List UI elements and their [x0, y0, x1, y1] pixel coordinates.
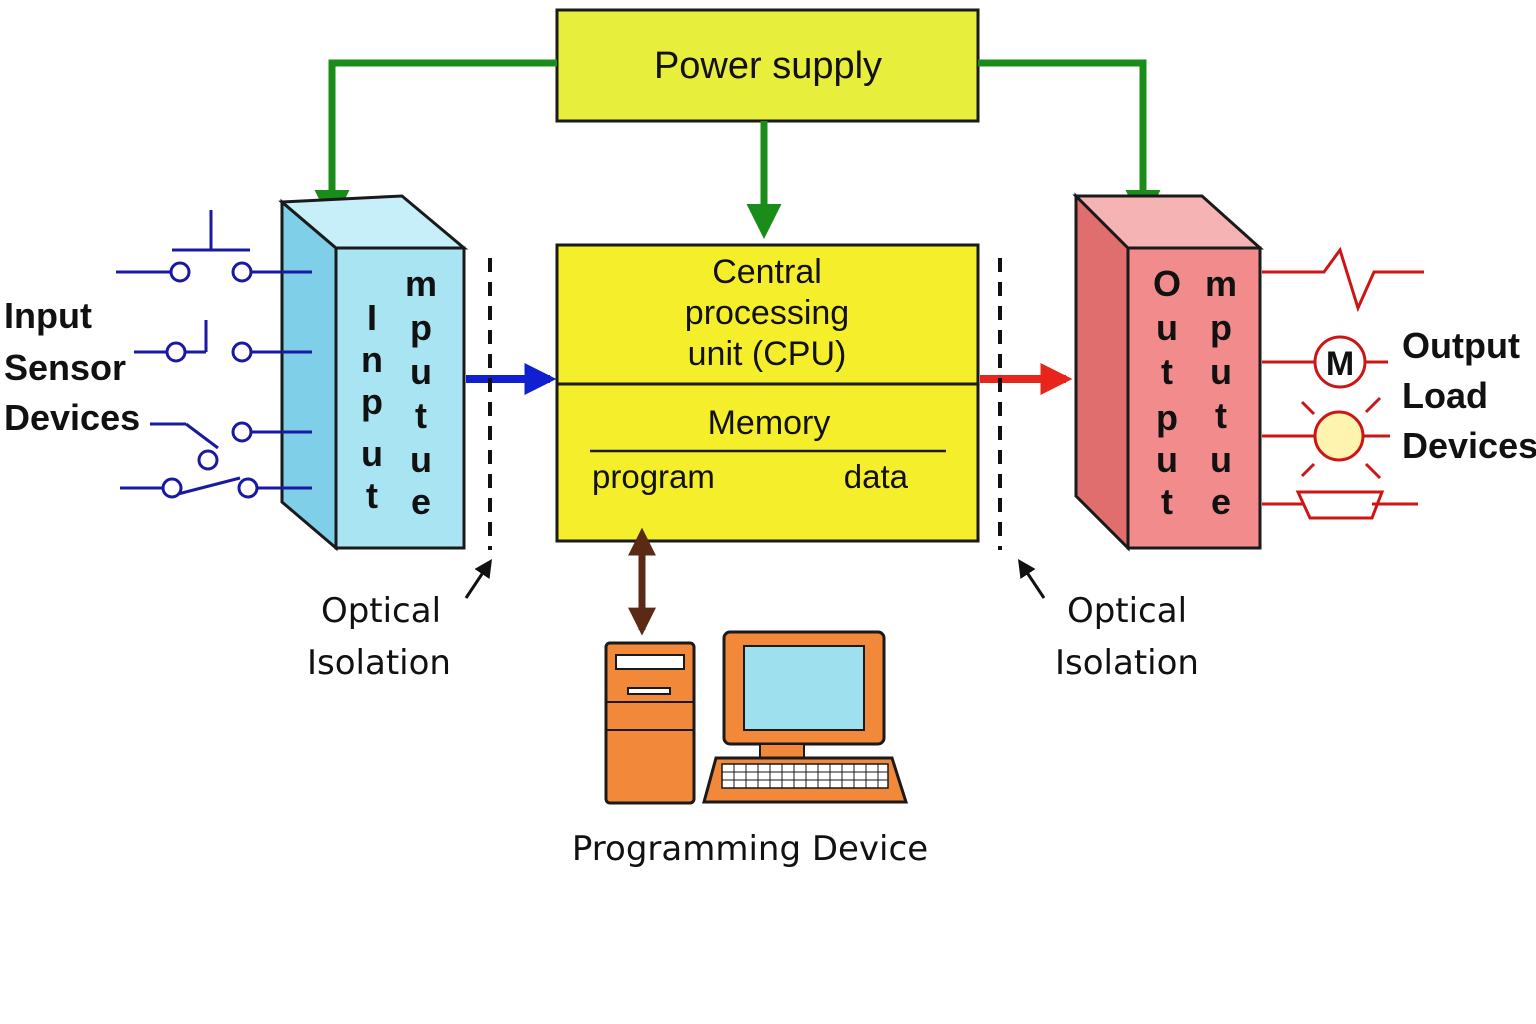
power-line-input: [314, 59, 557, 225]
cpu-title-line-3: unit (CPU): [688, 335, 847, 373]
input-module: I n p u t m p u t u e: [278, 194, 469, 552]
cpu-block: Central processing unit (CPU) Memory pro…: [555, 243, 980, 543]
limit-switch-icon: [134, 320, 312, 363]
output-side-letter-1: m: [1205, 263, 1237, 304]
output-side-letter-4: t: [1215, 395, 1227, 436]
motor-icon: [1262, 335, 1388, 389]
power-line-output: [978, 59, 1161, 225]
input-letter-1: I: [367, 297, 377, 338]
input-letter-4: u: [361, 433, 383, 474]
optical-isolation-left-pointer: [464, 559, 492, 599]
programming-device-label: Programming Device: [572, 829, 928, 869]
output-letter-6: t: [1161, 481, 1173, 522]
output-letter-5: u: [1156, 439, 1178, 480]
solenoid-icon: [1262, 246, 1424, 313]
input-sensor-label-line-3: Devices: [4, 397, 140, 438]
input-side-letter-4: t: [415, 395, 427, 436]
output-side-letter-2: p: [1210, 307, 1232, 348]
output-letter-1: O: [1153, 263, 1181, 304]
data-label: data: [844, 458, 909, 495]
motor-symbol-label: M: [1326, 345, 1354, 383]
input-side-letter-3: u: [410, 351, 432, 392]
input-sensor-label-line-1: Input: [4, 295, 92, 336]
cpu-title-line-1: Central: [712, 253, 822, 291]
input-sensor-label-line-2: Sensor: [4, 347, 126, 388]
power-supply-block: Power supply: [555, 8, 980, 123]
toggle-switch-icon: [150, 421, 312, 471]
input-letter-3: p: [361, 381, 383, 422]
input-side-letter-6: e: [411, 481, 431, 522]
normally-closed-switch-icon: [120, 476, 312, 499]
optical-isolation-left-line-2: Isolation: [307, 643, 451, 683]
input-letter-2: n: [361, 339, 383, 380]
computer-monitor-icon: [722, 630, 886, 759]
output-load-label-line-1: Output: [1402, 325, 1520, 366]
output-side-letter-6: e: [1211, 481, 1231, 522]
output-load-symbols: M: [1262, 246, 1424, 520]
output-letter-2: u: [1156, 307, 1178, 348]
output-letter-3: t: [1161, 351, 1173, 392]
horn-icon: [1262, 490, 1418, 520]
output-load-label-line-2: Load: [1402, 375, 1488, 416]
lamp-icon: [1262, 396, 1390, 480]
computer-tower-icon: [604, 641, 696, 805]
optical-isolation-right-line-2: Isolation: [1055, 643, 1199, 683]
output-side-letter-3: u: [1210, 351, 1232, 392]
input-sensor-symbols: [116, 210, 312, 499]
optical-isolation-right-line-1: Optical: [1067, 591, 1187, 631]
power-supply-label: Power supply: [654, 45, 882, 87]
output-module: O u t p u t m p u t u e: [1072, 192, 1264, 552]
optical-isolation-left-line-1: Optical: [321, 591, 441, 631]
memory-label: Memory: [708, 404, 831, 442]
output-side-letter-5: u: [1210, 439, 1232, 480]
input-side-letter-1: m: [405, 263, 437, 304]
power-lines: [314, 59, 1161, 239]
input-side-letter-2: p: [410, 307, 432, 348]
input-letter-5: t: [366, 475, 378, 516]
output-load-label-line-3: Devices: [1402, 425, 1536, 466]
keyboard-icon: [702, 756, 909, 804]
program-label: program: [592, 458, 715, 495]
cpu-title-line-2: processing: [685, 294, 849, 332]
push-button-no-icon: [116, 210, 312, 283]
input-side-letter-5: u: [410, 439, 432, 480]
optical-isolation-right-pointer: [1018, 559, 1046, 599]
output-letter-4: p: [1156, 397, 1178, 438]
